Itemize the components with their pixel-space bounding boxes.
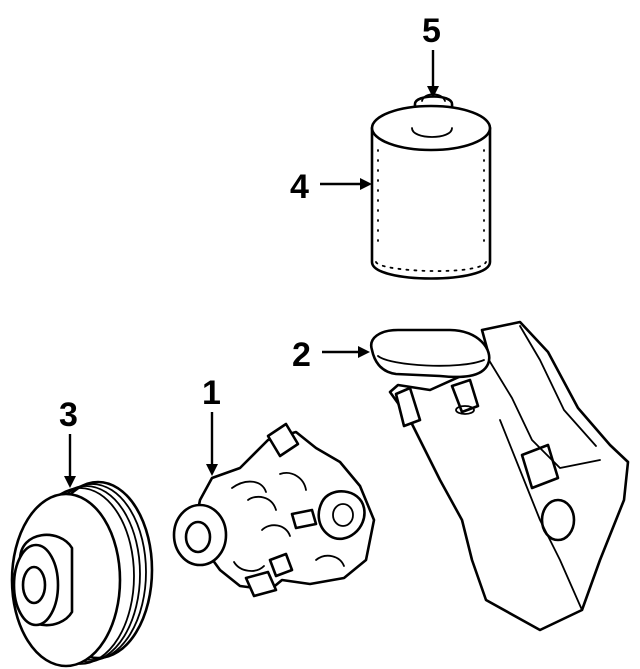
- callout-2[interactable]: 2: [292, 336, 311, 374]
- pulley[interactable]: [10, 480, 154, 668]
- callout-labels: 5 4 2 3 1: [59, 12, 441, 434]
- callout-5[interactable]: 5: [422, 12, 441, 50]
- power-steering-pump[interactable]: [172, 422, 376, 598]
- mounting-bracket[interactable]: [369, 320, 630, 632]
- callout-1[interactable]: 1: [202, 374, 221, 412]
- callout-leaders: [64, 50, 439, 488]
- callout-3[interactable]: 3: [59, 396, 78, 434]
- reservoir[interactable]: [370, 104, 492, 280]
- callout-4[interactable]: 4: [290, 168, 309, 206]
